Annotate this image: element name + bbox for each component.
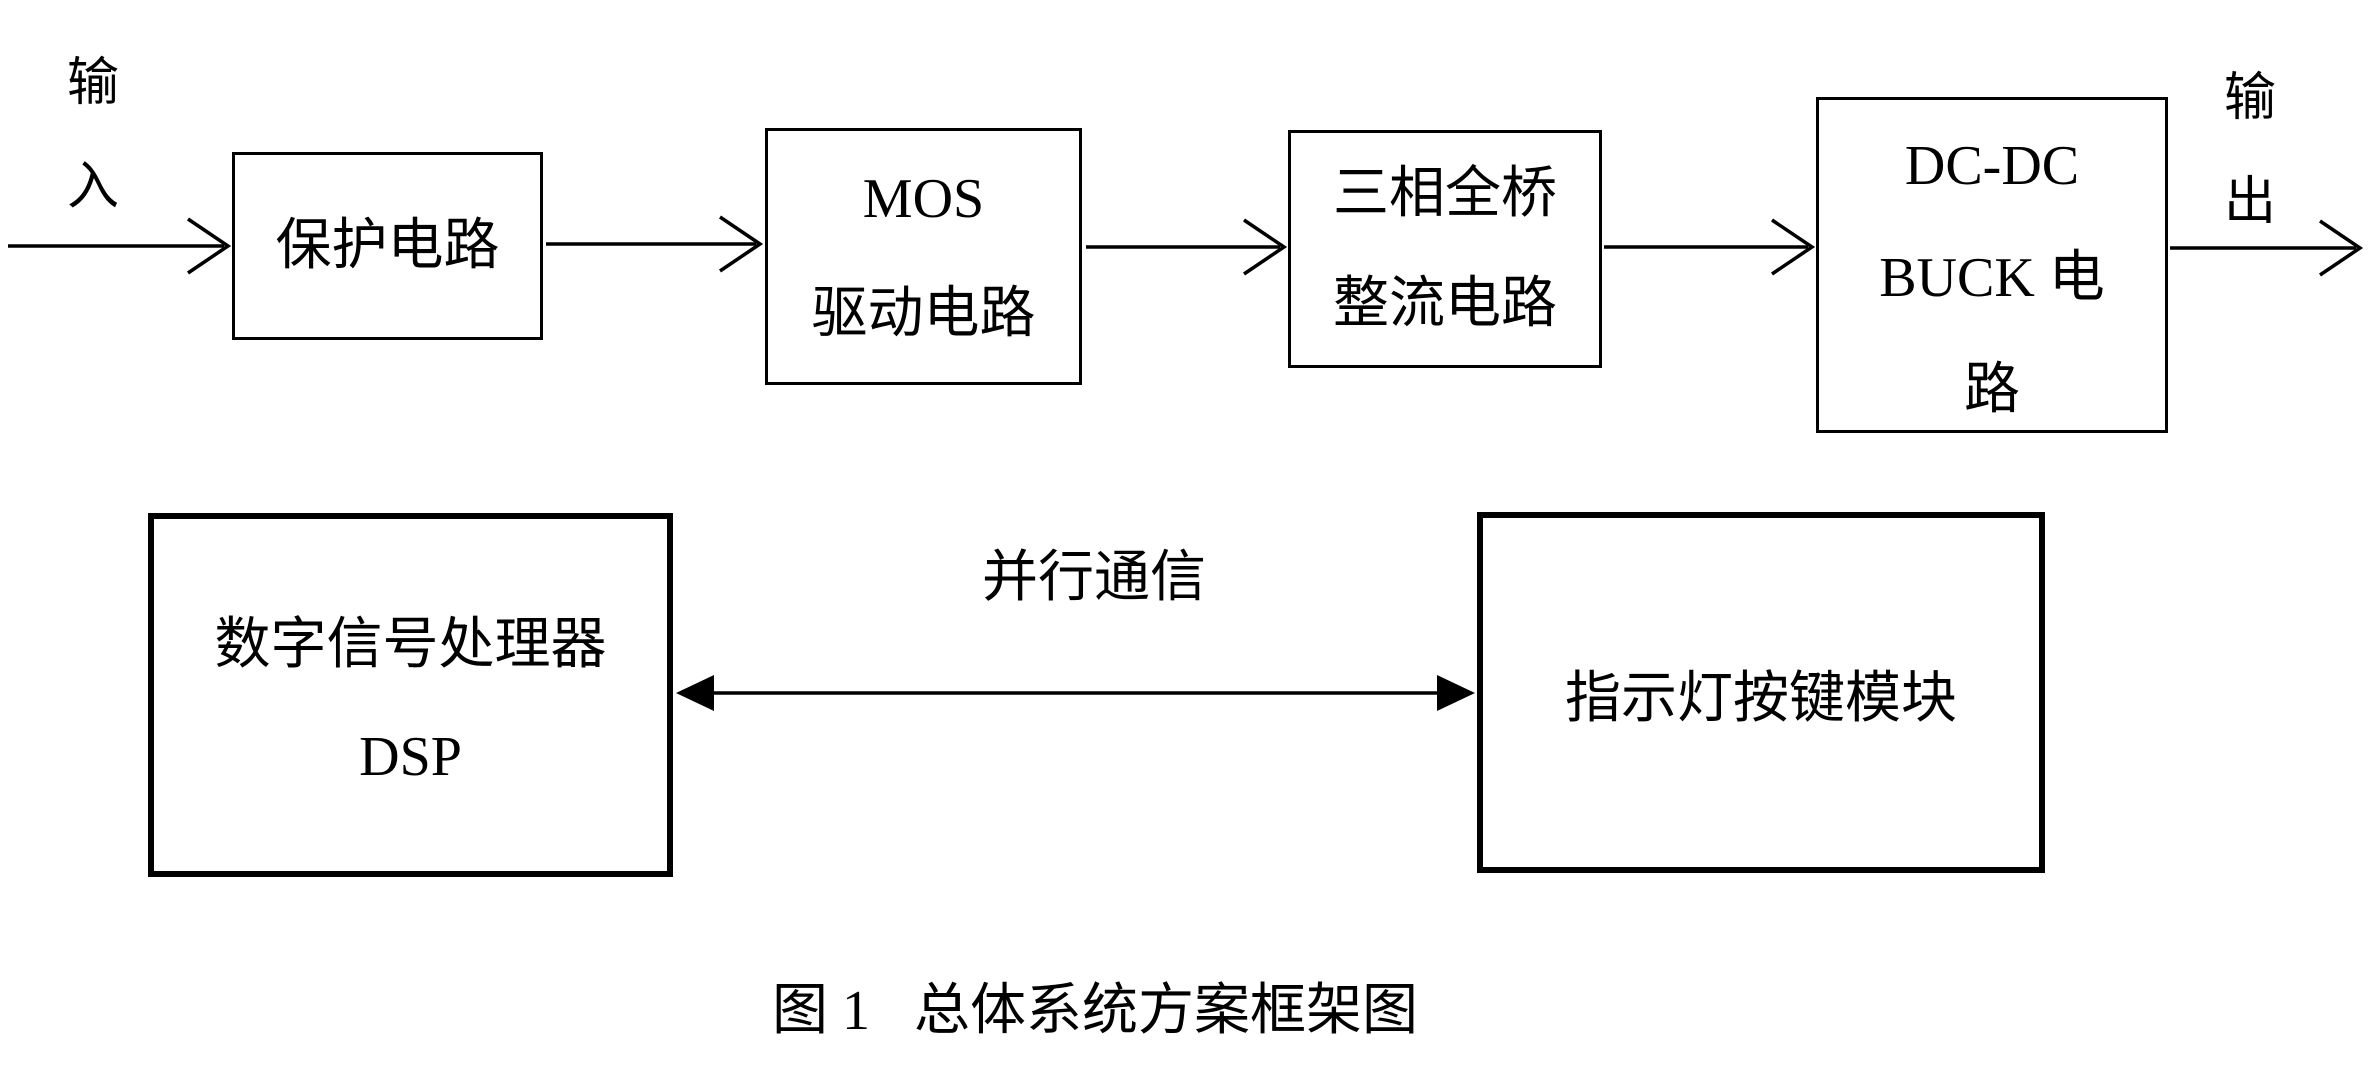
mos-driver-block: MOS 驱动电路 — [765, 128, 1082, 385]
three-phase-bridge-rectifier-block: 三相全桥 整流电路 — [1288, 130, 1602, 368]
block-label: 数字信号处理器 — [214, 614, 607, 676]
indicator-button-module-block: 指示灯按键模块 — [1477, 512, 2045, 873]
rectifier-to-buck-arrow — [1604, 218, 1816, 276]
output-label: 输 出 — [2213, 47, 2287, 255]
mos-to-rectifier-arrow — [1086, 218, 1288, 276]
block-label: BUCK 电 — [1879, 247, 2105, 309]
block-label: 路 — [1964, 359, 2020, 421]
block-label: 驱动电路 — [811, 282, 1036, 345]
figure-caption: 图 1 总体系统方案框架图 — [745, 980, 1445, 1042]
protection-circuit-block: 保护电路 — [232, 152, 543, 340]
block-label: 三相全桥 — [1333, 163, 1557, 225]
block-label: MOS — [862, 167, 985, 230]
block-label: 指示灯按键模块 — [1565, 667, 1957, 730]
output-label-char: 输 — [2223, 70, 2276, 127]
protection-to-mos-arrow — [546, 215, 764, 273]
input-label-char: 入 — [66, 159, 119, 216]
block-label: 保护电路 — [275, 215, 500, 277]
block-label: DSP — [359, 726, 462, 788]
dc-dc-buck-block: DC-DC BUCK 电 路 — [1816, 97, 2168, 433]
block-label: DC-DC — [1904, 135, 2080, 197]
figure-title: 总体系统方案框架图 — [914, 980, 1418, 1042]
input-label-char: 输 — [66, 55, 119, 112]
parallel-communication-label: 并行通信 — [982, 547, 1206, 609]
dsp-block: 数字信号处理器 DSP — [148, 513, 673, 877]
block-label: 整流电路 — [1333, 273, 1557, 335]
parallel-bus-arrow — [676, 675, 1475, 711]
figure-number: 图 1 — [772, 980, 870, 1042]
output-label-char: 出 — [2223, 174, 2276, 231]
input-label: 输 入 — [56, 32, 130, 240]
